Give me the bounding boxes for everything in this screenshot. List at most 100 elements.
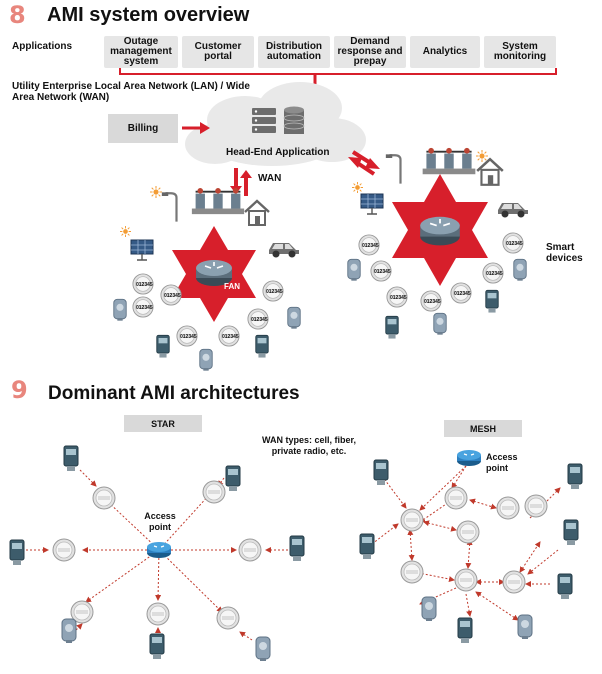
utility-meter-icon	[485, 289, 499, 314]
meter-icon	[400, 508, 424, 532]
sun-icon	[120, 226, 131, 237]
utility-meter-icon	[373, 459, 389, 486]
access-point-icon	[146, 541, 172, 559]
utility-meter-icon	[359, 533, 375, 560]
house-icon	[475, 157, 505, 187]
utility-meter-icon	[289, 535, 305, 562]
wan-types-label: WAN types: cell, fiber, private radio, e…	[261, 435, 357, 456]
solar-panel-icon	[360, 193, 384, 215]
fan-label: FAN	[224, 282, 240, 291]
database-icon	[283, 106, 305, 134]
sun-icon	[476, 150, 488, 162]
meter-reading: 012345	[374, 269, 391, 275]
meter-icon	[92, 486, 116, 510]
utility-meter-icon	[225, 465, 241, 492]
meter-icon	[202, 480, 226, 504]
section-8-title: AMI system overview	[47, 4, 250, 26]
app-system-monitoring: System monitoring	[484, 36, 556, 68]
sun-icon	[352, 182, 363, 193]
server-icon	[252, 108, 276, 133]
section-9-title: Dominant AMI architectures	[48, 383, 300, 404]
utility-meter-icon	[9, 539, 25, 566]
sun-icon	[150, 186, 162, 198]
utility-meter-icon	[63, 445, 79, 472]
meter-reading: 012345	[506, 241, 523, 247]
utility-meter-icon	[567, 463, 583, 490]
section-8-number: 8	[9, 1, 26, 29]
mesh-label: MESH	[444, 420, 522, 437]
meter-reading: 012345	[362, 243, 379, 249]
utility-meter-icon	[156, 334, 170, 359]
meter-reading: 012345	[251, 317, 268, 323]
utility-meter-icon	[149, 633, 165, 660]
app-outage-management: Outage management system	[104, 36, 178, 68]
car-icon	[498, 203, 528, 218]
meter-icon	[456, 520, 480, 544]
fan-cluster-left	[113, 186, 301, 372]
meter-reading: 012345	[222, 334, 239, 340]
substation-icon	[421, 146, 477, 176]
router-icon	[419, 215, 461, 247]
app-customer-portal: Customer portal	[182, 36, 254, 68]
meter-reading: 012345	[454, 291, 471, 297]
utility-meter-icon	[421, 596, 437, 622]
utility-meter-icon	[385, 315, 399, 340]
car-icon	[269, 243, 299, 258]
meter-icon	[502, 570, 526, 594]
utility-meter-icon	[347, 258, 361, 282]
meter-reading: 012345	[180, 334, 197, 340]
star-topology	[9, 445, 305, 662]
meter-reading: 012345	[164, 293, 181, 299]
utility-meter-icon	[199, 348, 213, 372]
section-9-number: 9	[11, 376, 28, 404]
fan-cluster-right	[347, 146, 528, 340]
star-label: STAR	[124, 415, 202, 432]
meter-icon	[216, 606, 240, 630]
meter-reading: 012345	[266, 289, 283, 295]
meter-icon	[454, 568, 478, 592]
utility-meter-icon	[255, 334, 269, 359]
substation-icon	[190, 187, 246, 216]
utility-meter-icon	[433, 312, 447, 336]
utility-meter-icon	[287, 306, 301, 330]
street-light-icon	[384, 153, 402, 185]
utility-meter-icon	[557, 573, 573, 600]
meter-icon	[238, 538, 262, 562]
access-point-icon	[456, 449, 482, 467]
meter-reading: 012345	[136, 282, 153, 288]
utility-meter-icon	[563, 519, 579, 546]
meter-icon	[400, 560, 424, 584]
star-access-point-label: Access point	[144, 511, 176, 532]
meter-icon	[524, 494, 548, 518]
meter-icon	[496, 496, 520, 520]
billing-arrow	[182, 122, 210, 134]
utility-meter-icon	[517, 614, 533, 640]
meter-reading: 012345	[136, 305, 153, 311]
smart-devices-label: Smart devices	[546, 242, 583, 264]
meter-reading: 012345	[486, 271, 503, 277]
mesh-access-point-label: Access point	[486, 452, 518, 473]
lan-wan-label: Utility Enterprise Local Area Network (L…	[12, 81, 250, 103]
app-analytics: Analytics	[410, 36, 480, 68]
meter-icon	[52, 538, 76, 562]
utility-meter-icon	[113, 298, 127, 322]
solar-panel-icon	[130, 239, 154, 261]
utility-meter-icon	[61, 618, 77, 644]
wan-label: WAN	[258, 173, 282, 184]
wan-arrows-right	[348, 150, 380, 176]
app-demand-response: Demand response and prepay	[334, 36, 406, 68]
app-distribution-automation: Distribution automation	[258, 36, 330, 68]
utility-meter-icon	[513, 258, 527, 282]
meter-icon	[444, 486, 468, 510]
street-light-icon	[160, 191, 178, 223]
meter-reading: 012345	[390, 295, 407, 301]
house-icon	[243, 199, 271, 227]
head-end-label: Head-End Application	[226, 147, 330, 158]
billing-box: Billing	[108, 114, 178, 143]
utility-meter-icon	[255, 636, 271, 662]
applications-label: Applications	[12, 41, 73, 52]
meter-reading: 012345	[424, 299, 441, 305]
meter-icon	[146, 602, 170, 626]
mesh-topology	[359, 449, 583, 644]
